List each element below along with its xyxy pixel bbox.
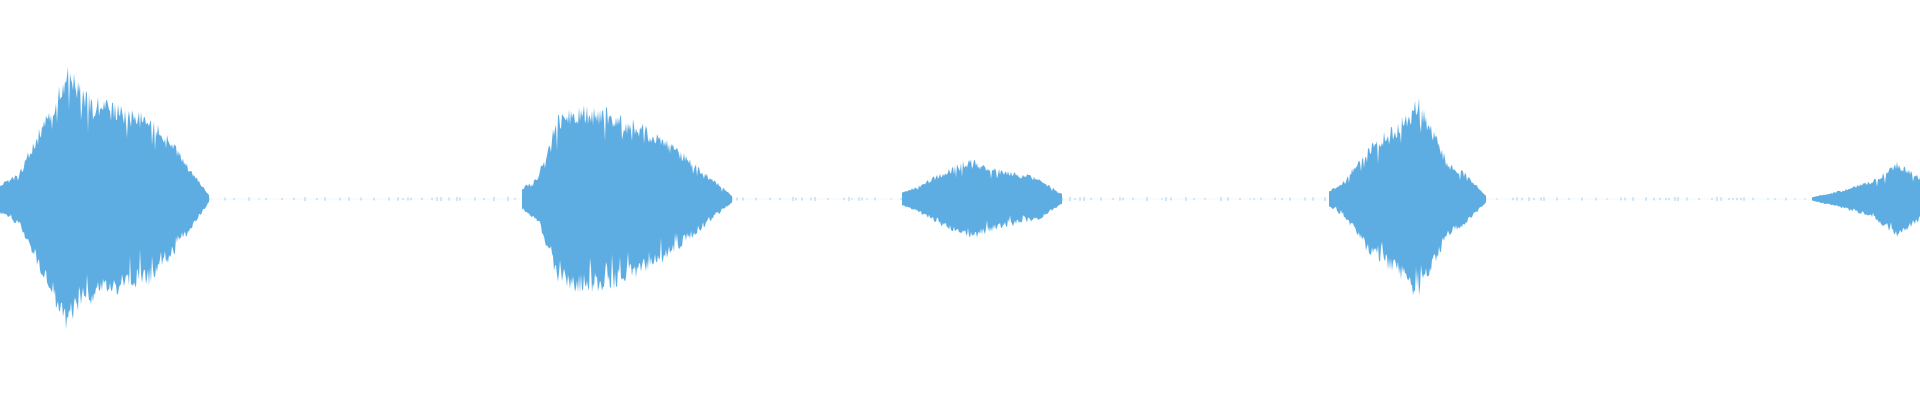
waveform-burst — [0, 66, 209, 330]
waveform-burst — [522, 105, 732, 293]
waveform-segment-burst-5 — [1812, 161, 1920, 237]
waveform-silence-1 — [208, 196, 516, 202]
waveform-burst — [1329, 98, 1486, 296]
waveform-burst — [1812, 161, 1920, 237]
waveform-segment-burst-2 — [522, 105, 732, 293]
waveform-silence-4 — [1485, 196, 1806, 202]
waveform-burst — [902, 159, 1062, 238]
waveform-segment-burst-1 — [0, 66, 209, 330]
waveform-silence-2 — [731, 196, 902, 202]
waveform-segment-burst-4 — [1329, 98, 1486, 296]
waveform-silence-3 — [1061, 196, 1326, 202]
waveform-segment-burst-3 — [902, 159, 1062, 238]
